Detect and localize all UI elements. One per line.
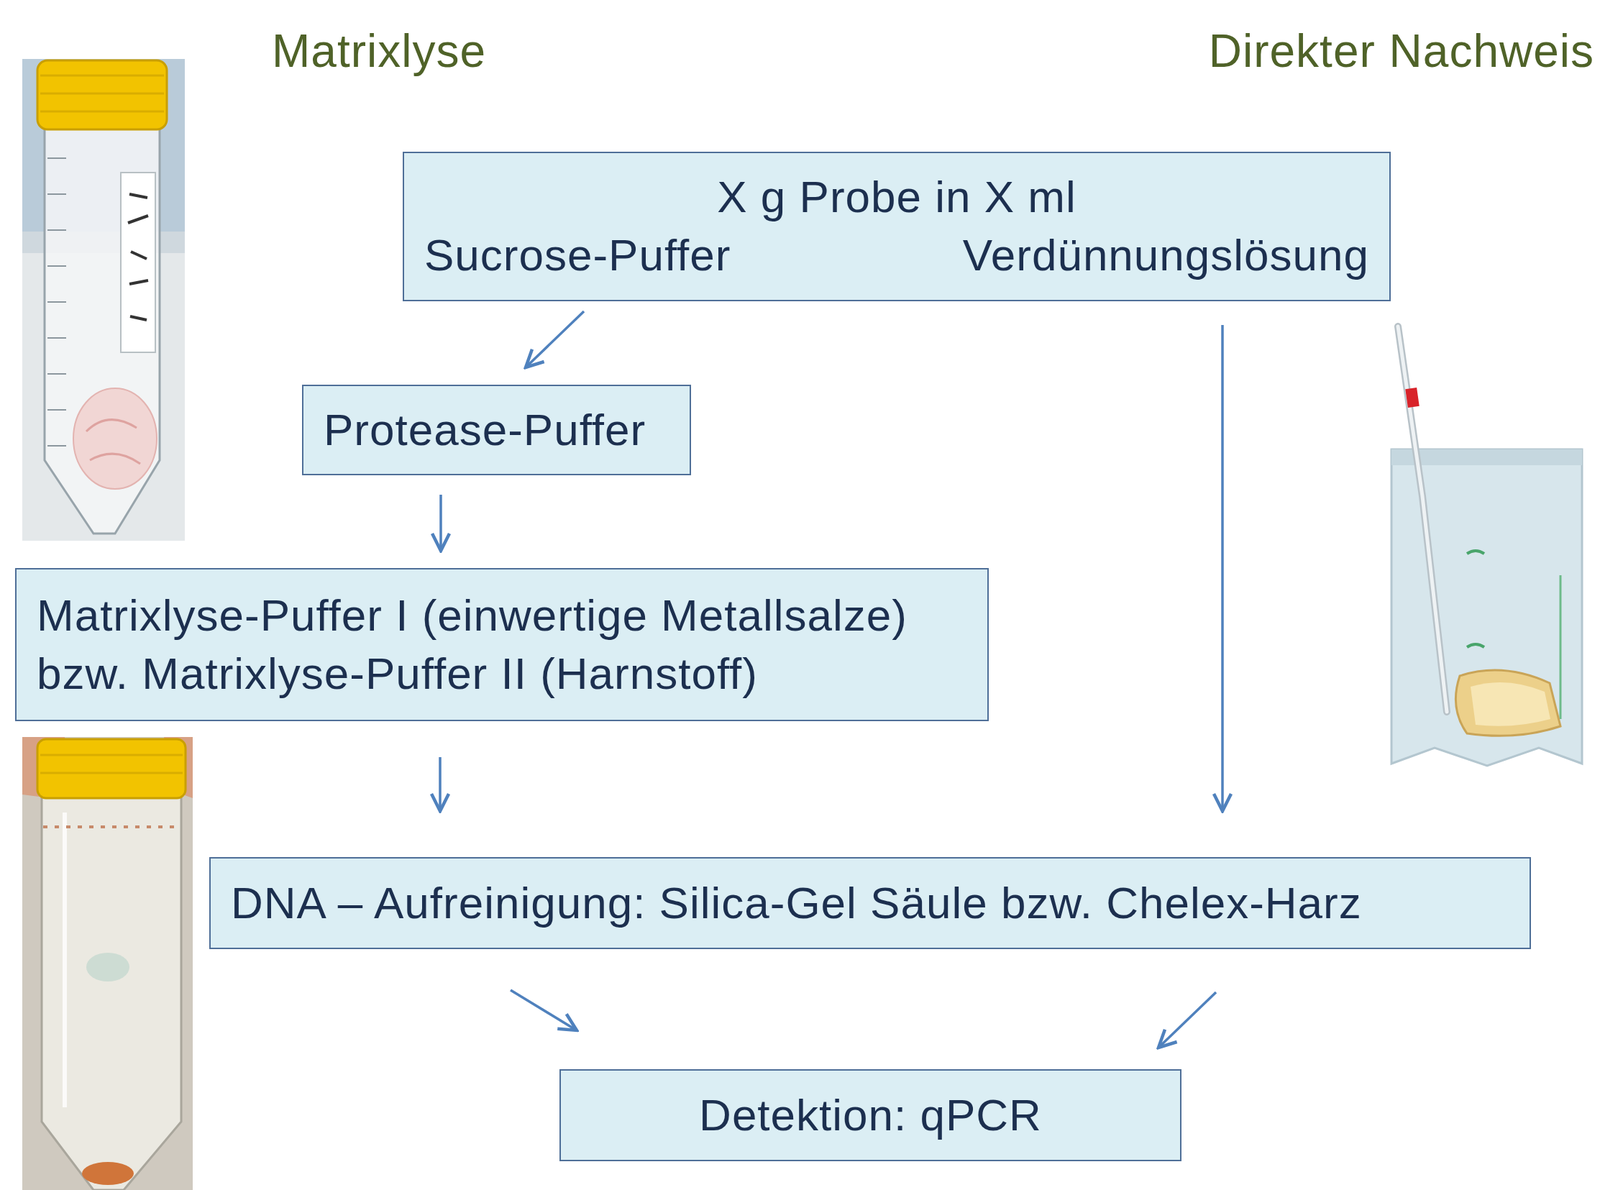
flow-arrow — [438, 757, 442, 812]
sample-tube-photo — [22, 58, 185, 541]
process-box: Detektion: qPCR — [559, 1069, 1182, 1162]
flow-arrow — [1158, 992, 1216, 1048]
flow-arrow — [510, 990, 577, 1031]
process-box: Matrixlyse-Puffer I (einwertige Metallsa… — [15, 568, 989, 722]
column-heading: Direkter Nachweis — [1208, 24, 1595, 78]
box-text: Sucrose-Puffer — [424, 226, 731, 285]
process-box: X g Probe in X mlSucrose-Puffer Verdünnun… — [402, 151, 1391, 302]
box-text: Verdünnungslösung — [962, 226, 1370, 285]
box-text: Protease-Puffer — [323, 401, 670, 460]
pellet-tube-photo — [22, 737, 193, 1190]
box-text: DNA – Aufreinigung: Silica-Gel Säule bzw… — [230, 874, 1510, 933]
box-text: Detektion: qPCR — [581, 1086, 1160, 1145]
stomacher-bag-illustration — [1391, 326, 1583, 766]
box-text: Matrixlyse-Puffer I (einwertige Metallsa… — [36, 586, 968, 703]
process-box: DNA – Aufreinigung: Silica-Gel Säule bzw… — [209, 857, 1531, 950]
process-box: Protease-Puffer — [302, 384, 692, 476]
column-heading: Matrixlyse — [271, 24, 487, 78]
flow-arrow — [525, 311, 584, 368]
flow-arrow — [1221, 325, 1224, 812]
box-text: X g Probe in X ml — [424, 168, 1370, 227]
text-row: Sucrose-Puffer Verdünnungslösung — [424, 226, 1370, 285]
flow-arrow — [439, 494, 443, 551]
